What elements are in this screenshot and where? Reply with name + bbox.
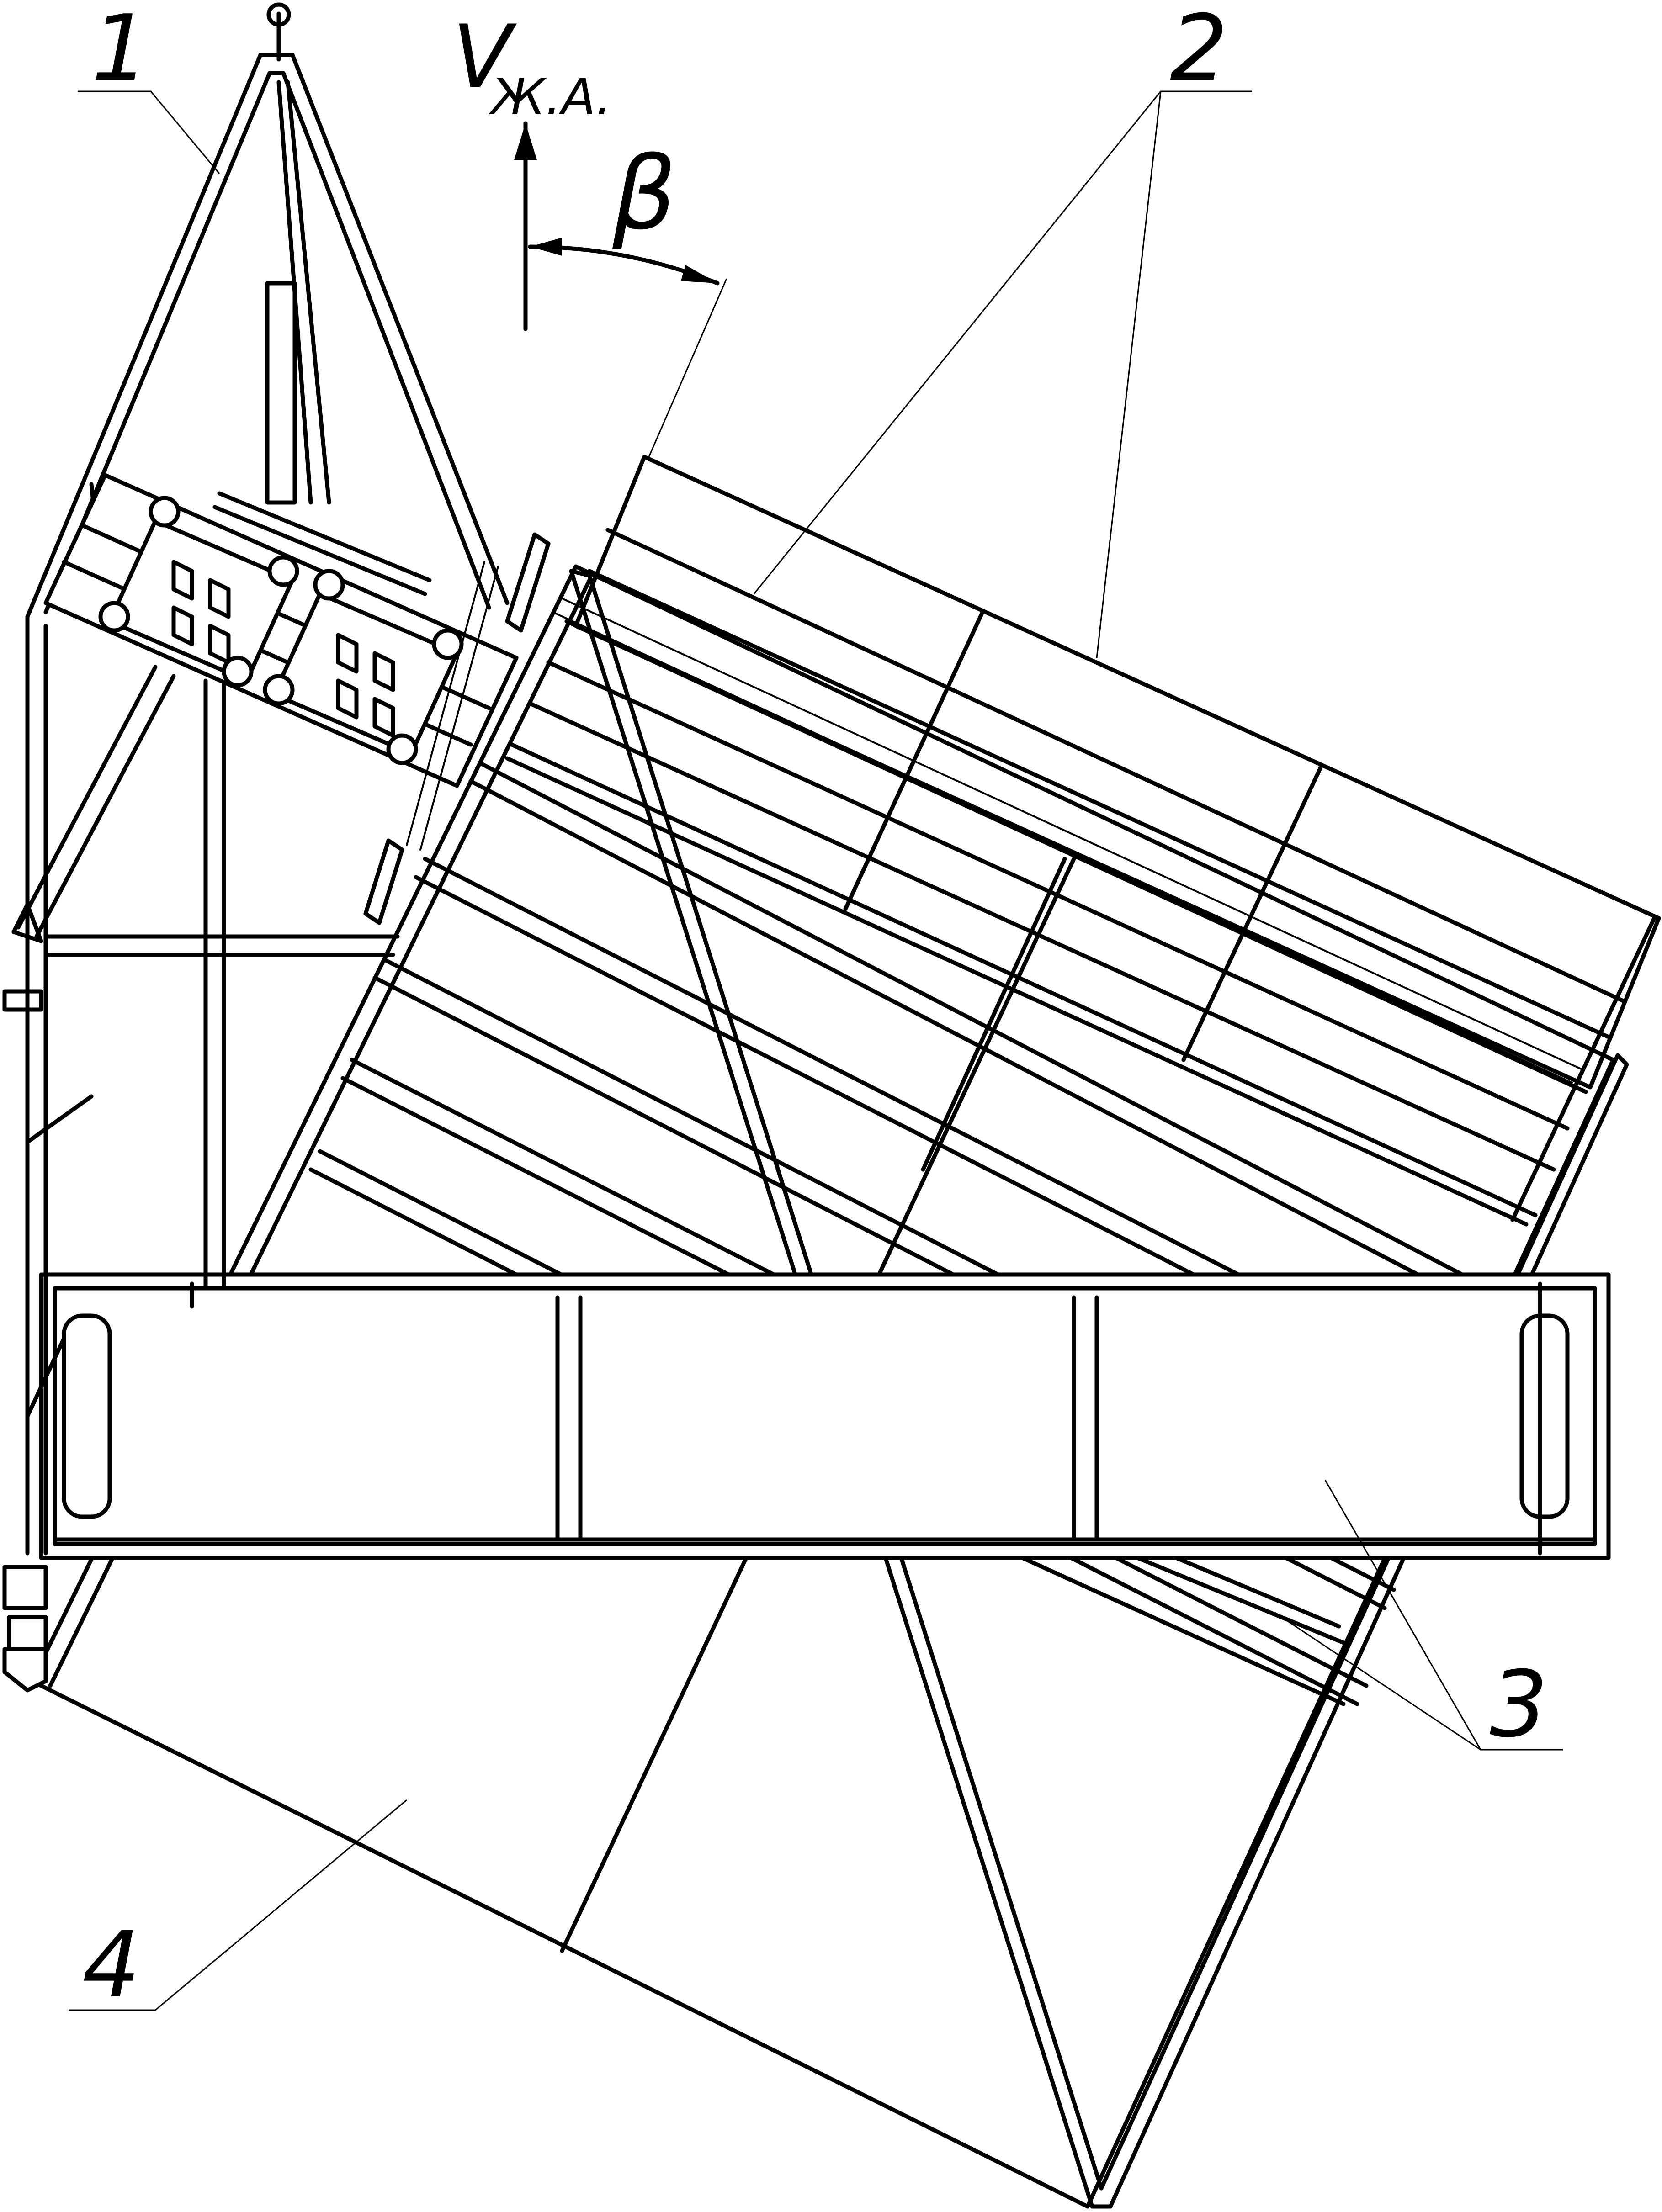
grid-centerlines — [552, 598, 1582, 1084]
lower-frame-inner — [53, 1286, 1597, 1546]
angle-reference-line — [648, 278, 727, 457]
callout-1: 1 — [91, 0, 149, 102]
lower-frame-outer — [39, 1272, 1611, 1560]
lower-frame — [39, 1272, 1611, 1560]
leader-1 — [78, 90, 220, 174]
grid-outline — [573, 455, 1661, 1090]
callout-4: 4 — [82, 1912, 140, 2018]
velocity-subscript: Ж.А. — [489, 68, 612, 126]
support-frame — [25, 2, 510, 1556]
drive-beam — [43, 473, 551, 925]
callout-3: 3 — [1490, 1651, 1548, 1758]
platform-outline — [569, 569, 1629, 2209]
leader-3b — [1274, 1612, 1481, 1751]
hydraulic-strut — [2, 665, 176, 1012]
upper-grid — [505, 455, 1661, 1227]
leader-2a — [753, 90, 1252, 594]
corner-hardware — [2, 1565, 48, 1693]
callouts: 1 2 3 4 — [69, 0, 1563, 2018]
left-wheel-slot — [62, 1313, 112, 1519]
leader-4 — [69, 1799, 407, 2011]
right-wheel-slot — [1519, 1313, 1570, 1519]
angle-arrow-left — [530, 238, 562, 256]
callout-2: 2 — [1170, 0, 1228, 102]
leader-2b — [1096, 91, 1162, 658]
angle-arrow-right — [681, 265, 717, 283]
angle-label: β — [612, 135, 676, 252]
velocity-arrowhead — [514, 123, 537, 160]
velocity-label: V — [452, 6, 517, 107]
velocity-indicator: V Ж.А. β — [452, 6, 727, 457]
top-eye — [266, 2, 291, 27]
